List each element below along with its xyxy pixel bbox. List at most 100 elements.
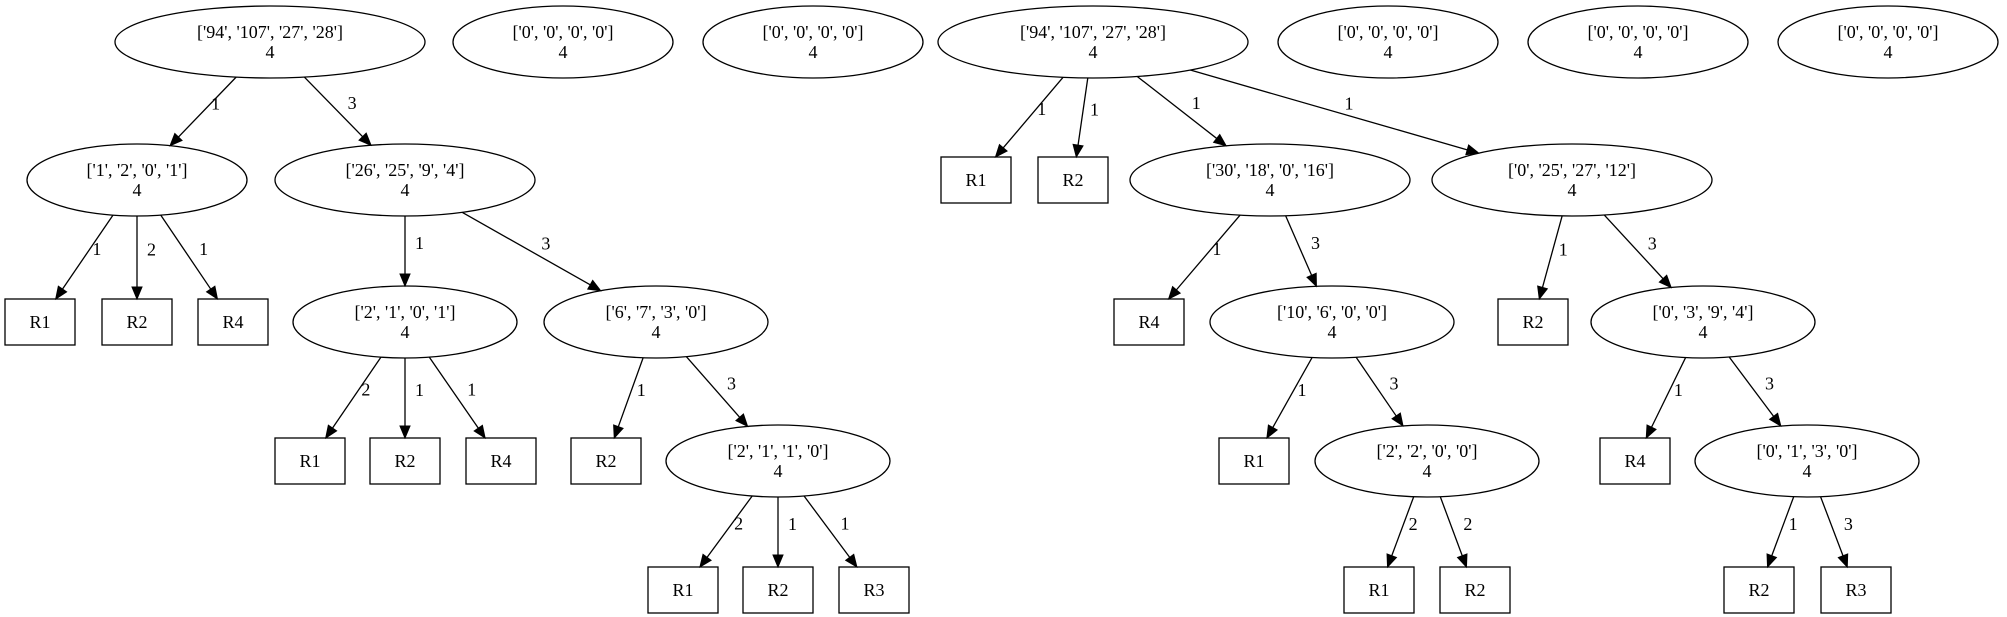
- tree-edge: 1: [1766, 496, 1798, 569]
- edge-weight-label: 1: [1559, 239, 1568, 259]
- tree-node-b8r2: R2: [1723, 566, 1795, 614]
- node-values-label: ['0', '25', '27', '12']: [1508, 160, 1636, 180]
- edge-arrowhead: [1768, 412, 1782, 428]
- edge-line: [617, 357, 644, 427]
- node-count-label: 4: [266, 42, 275, 62]
- edge-line: [1541, 215, 1563, 288]
- edge-line: [1391, 496, 1415, 556]
- tree-edge: 3: [1819, 496, 1853, 569]
- tree-edge: 1: [399, 358, 424, 440]
- node-ellipse: [1527, 5, 1749, 79]
- tree-edge: 2: [1439, 496, 1472, 569]
- tree-node-t4: ['94', '107', '27', '28']4: [937, 5, 1249, 79]
- edge-weight-label: 1: [1192, 93, 1201, 113]
- edge-weight-label: 1: [637, 380, 646, 400]
- edge-arrowhead: [1456, 553, 1468, 569]
- edge-weight-label: 1: [211, 93, 220, 113]
- tree-edge: 1: [428, 356, 486, 440]
- node-ellipse: [114, 5, 426, 79]
- edge-arrowhead: [1645, 424, 1657, 440]
- edge-arrowhead: [1072, 143, 1084, 159]
- tree-node-a5r3: R3: [838, 566, 910, 614]
- node-values-label: ['0', '1', '3', '0']: [1757, 441, 1858, 461]
- node-box: [940, 156, 1012, 204]
- edge-arrowhead: [131, 286, 143, 301]
- node-count-label: 4: [1634, 42, 1643, 62]
- edge-weight-label: 3: [541, 234, 550, 254]
- node-count-label: 4: [1423, 461, 1432, 481]
- tree-node-a5r1: R1: [647, 566, 719, 614]
- node-count-label: 4: [1328, 322, 1337, 342]
- edge-line: [1002, 76, 1064, 149]
- tree-node-b1: R1: [940, 156, 1012, 204]
- tree-node-b3r4: R4: [1113, 298, 1185, 346]
- tree-edge: 1: [1190, 69, 1481, 156]
- tree-node-a5r2: R2: [742, 566, 814, 614]
- node-box: [1439, 566, 1511, 614]
- tree-node-b7r1: R1: [1343, 566, 1415, 614]
- result-label: R1: [1368, 580, 1389, 600]
- tree-edge: 1: [399, 216, 424, 288]
- edge-line: [303, 76, 364, 138]
- node-box: [465, 437, 537, 485]
- tree-node-b4: ['0', '25', '27', '12']4: [1431, 143, 1713, 217]
- tree-node-b4r2: R2: [1497, 298, 1569, 346]
- tree-node-a3: ['2', '1', '0', '1']4: [292, 285, 518, 359]
- edge-line: [1819, 496, 1844, 557]
- node-box: [647, 566, 719, 614]
- result-label: R4: [1624, 451, 1645, 471]
- node-ellipse: [452, 5, 674, 79]
- result-label: R2: [595, 451, 616, 471]
- edge-line: [1439, 496, 1463, 556]
- node-values-label: ['10', '6', '0', '0']: [1277, 302, 1387, 322]
- edge-arrowhead: [1537, 285, 1549, 301]
- edge-weight-label: 2: [1463, 514, 1472, 534]
- tree-node-a4r2: R2: [570, 437, 642, 485]
- edge-arrowhead: [399, 425, 411, 440]
- tree-edge: 1: [1167, 214, 1241, 300]
- tree-node-b6: ['0', '3', '9', '4']4: [1590, 285, 1816, 359]
- tree-node-b8: ['0', '1', '3', '0']4: [1694, 424, 1920, 498]
- node-ellipse: [1277, 5, 1499, 79]
- edge-weight-label: 1: [415, 233, 424, 253]
- node-values-label: ['2', '2', '0', '0']: [1377, 441, 1478, 461]
- tree-node-t1: ['94', '107', '27', '28']4: [114, 5, 426, 79]
- edge-line: [331, 356, 382, 429]
- node-ellipse: [937, 5, 1249, 79]
- result-label: R1: [299, 451, 320, 471]
- edge-weight-label: 3: [1648, 233, 1657, 253]
- edge-arrowhead: [1766, 553, 1778, 569]
- tree-node-t6: ['0', '0', '0', '0']4: [1527, 5, 1749, 79]
- node-values-label: ['2', '1', '0', '1']: [355, 302, 456, 322]
- edge-line: [1272, 357, 1313, 428]
- result-label: R2: [1062, 170, 1083, 190]
- edge-weight-label: 1: [1212, 239, 1221, 259]
- node-values-label: ['30', '18', '0', '16']: [1206, 160, 1334, 180]
- result-label: R1: [672, 580, 693, 600]
- node-box: [1820, 566, 1892, 614]
- result-label: R1: [1243, 451, 1264, 471]
- node-values-label: ['0', '0', '0', '0']: [763, 22, 864, 42]
- node-box: [1723, 566, 1795, 614]
- node-count-label: 4: [401, 322, 410, 342]
- tree-edge: 3: [303, 76, 372, 147]
- tree-edge: 1: [169, 76, 237, 147]
- edge-line: [803, 495, 851, 558]
- result-label: R2: [1464, 580, 1485, 600]
- node-count-label: 4: [809, 42, 818, 62]
- node-count-label: 4: [1803, 461, 1812, 481]
- node-count-label: 4: [652, 322, 661, 342]
- tree-node-a2: ['26', '25', '9', '4']4: [274, 143, 536, 217]
- edge-arrowhead: [1167, 285, 1182, 300]
- tree-node-t2: ['0', '0', '0', '0']4: [452, 5, 674, 79]
- tree-node-b6r4: R4: [1599, 437, 1671, 485]
- edge-weight-label: 3: [1390, 374, 1399, 394]
- result-label: R1: [29, 312, 50, 332]
- edge-weight-label: 1: [1674, 380, 1683, 400]
- node-values-label: ['94', '107', '27', '28']: [1020, 22, 1166, 42]
- node-box: [369, 437, 441, 485]
- edge-arrowhead: [844, 553, 858, 569]
- tree-node-b7r2: R2: [1439, 566, 1511, 614]
- result-label: R4: [1138, 312, 1159, 332]
